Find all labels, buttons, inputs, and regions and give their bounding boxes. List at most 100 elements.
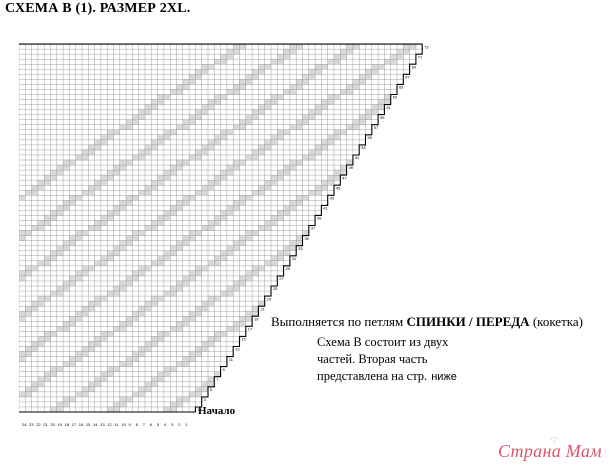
shaded-cell xyxy=(163,94,171,100)
shaded-cell xyxy=(25,230,32,236)
shaded-cell xyxy=(31,346,39,352)
shaded-cell xyxy=(144,225,152,231)
shaded-cell xyxy=(409,44,417,50)
shaded-cell xyxy=(277,210,284,216)
shaded-cell xyxy=(277,169,284,176)
shaded-cell xyxy=(245,79,253,85)
shaded-cell xyxy=(119,285,127,292)
shaded-cell xyxy=(296,79,303,85)
shaded-cell xyxy=(239,195,246,201)
shaded-cell xyxy=(119,326,127,332)
shaded-cell xyxy=(239,240,246,246)
shaded-cell xyxy=(195,69,202,75)
shaded-cell xyxy=(233,326,240,332)
shaded-cell xyxy=(37,295,45,302)
shaded-cell xyxy=(251,270,259,277)
shaded-cell xyxy=(62,280,70,287)
shaded-cell xyxy=(220,250,228,256)
shaded-cell xyxy=(170,210,177,216)
shaded-cell xyxy=(296,44,303,50)
shaded-cell xyxy=(207,99,215,105)
shaded-cell xyxy=(107,210,114,216)
shaded-cell xyxy=(163,215,171,221)
shaded-cell xyxy=(69,235,76,241)
shaded-cell xyxy=(157,220,165,226)
shaded-cell xyxy=(195,346,202,352)
shaded-cell xyxy=(62,396,70,403)
shaded-cell xyxy=(270,215,278,221)
shaded-cell xyxy=(100,180,108,186)
shaded-cell xyxy=(94,180,102,186)
shaded-cell xyxy=(100,220,108,226)
shaded-cell xyxy=(226,169,234,176)
shaded-cell xyxy=(75,230,83,236)
shaded-cell xyxy=(50,169,57,176)
shaded-cell xyxy=(44,220,51,226)
shaded-cell xyxy=(75,154,83,161)
shaded-cell xyxy=(245,195,253,201)
shaded-cell xyxy=(62,240,70,246)
shaded-cell xyxy=(289,245,297,251)
stitch-number: 14 xyxy=(93,422,98,427)
shaded-cell xyxy=(56,326,64,332)
shaded-cell xyxy=(25,351,32,357)
shaded-cell xyxy=(352,124,360,130)
shaded-cell xyxy=(107,255,114,261)
stitch-number: 12 xyxy=(107,422,112,427)
shaded-cell xyxy=(144,190,152,196)
row-number: 69 xyxy=(412,64,416,69)
shaded-cell xyxy=(163,134,171,141)
shaded-cell xyxy=(56,205,64,211)
shaded-cell xyxy=(157,99,165,105)
shaded-cell xyxy=(113,406,120,412)
row-number: 71 xyxy=(418,54,422,59)
shaded-cell xyxy=(264,260,272,267)
shaded-cell xyxy=(25,306,32,312)
instructions-text: Выполняется по петлям СПИНКИ / ПЕРЕДА (к… xyxy=(271,314,583,330)
shaded-cell xyxy=(365,109,372,115)
shaded-cell xyxy=(239,235,246,241)
shaded-cell xyxy=(138,265,146,272)
shaded-cell xyxy=(113,245,120,251)
shaded-cell xyxy=(94,295,102,302)
shaded-cell xyxy=(138,149,146,156)
instructions-prefix: Выполняется по петлям xyxy=(271,314,407,329)
shaded-cell xyxy=(359,114,366,120)
shaded-cell xyxy=(138,109,146,115)
shaded-cell xyxy=(62,205,70,211)
shaded-cell xyxy=(195,74,202,80)
shaded-cell xyxy=(264,139,272,146)
shaded-cell xyxy=(188,275,196,282)
shaded-cell xyxy=(37,381,45,387)
stitch-number: 2 xyxy=(178,422,181,427)
shaded-cell xyxy=(170,326,177,332)
shaded-cell xyxy=(44,174,51,181)
shaded-cell xyxy=(289,240,297,246)
shaded-cell xyxy=(176,89,183,95)
shaded-cell xyxy=(289,84,297,90)
shaded-cell xyxy=(296,195,303,201)
shaded-cell xyxy=(346,124,354,130)
shaded-cell xyxy=(113,210,120,216)
shaded-cell xyxy=(327,59,335,65)
shaded-cell xyxy=(340,48,347,55)
shaded-cell xyxy=(207,220,215,226)
shaded-cell xyxy=(239,275,246,282)
shaded-cell xyxy=(214,59,221,65)
shaded-cell xyxy=(81,311,89,317)
shaded-cell xyxy=(94,381,102,387)
shaded-cell xyxy=(113,401,120,408)
shaded-cell xyxy=(62,321,70,327)
shaded-cell xyxy=(132,316,139,322)
shaded-cell xyxy=(170,245,177,251)
shaded-cell xyxy=(214,336,221,342)
shaded-cell xyxy=(157,134,165,141)
row-number: 7 xyxy=(216,377,218,382)
shaded-cell xyxy=(188,119,196,125)
shaded-cell xyxy=(50,210,57,216)
shaded-cell xyxy=(201,64,209,70)
shaded-cell xyxy=(31,381,39,387)
shaded-cell xyxy=(138,386,146,393)
shaded-cell xyxy=(163,250,171,256)
shaded-cell xyxy=(94,225,102,231)
